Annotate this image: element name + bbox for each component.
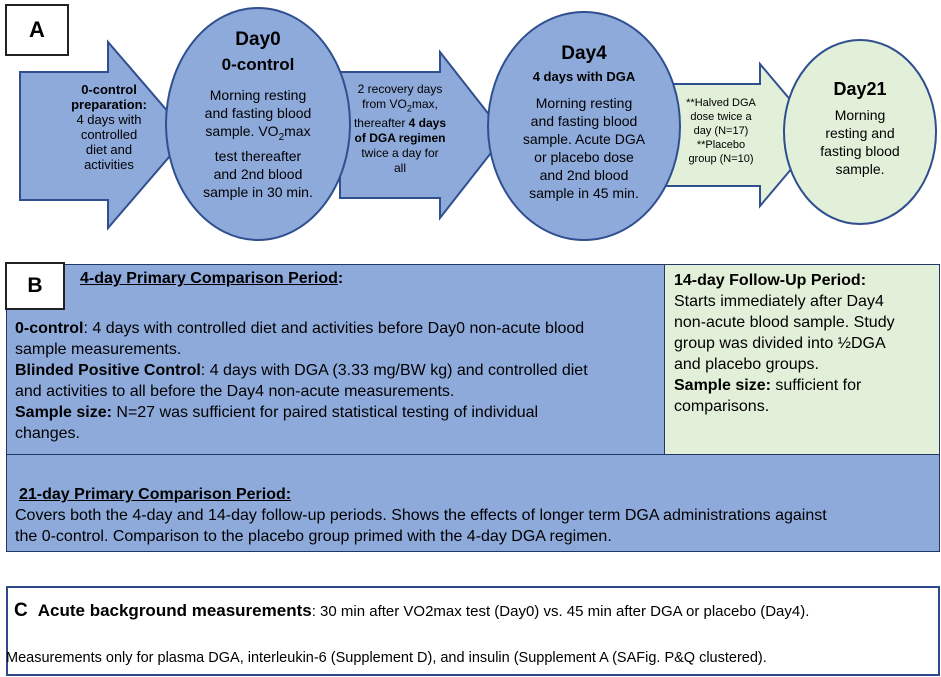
day21-title: Day21: [833, 79, 887, 99]
panel-b-primary4-box: [6, 264, 666, 456]
primary21-heading: 21-day Primary Comparison Period:: [19, 486, 292, 503]
day0-line: test thereafter: [214, 147, 302, 164]
primary4-p2: Blinded Positive Control: 4 days with DG…: [15, 362, 588, 379]
recovery-line: thereafter 4 days: [353, 116, 447, 131]
followup14-line: and placebo groups.: [674, 356, 819, 373]
day21-line: sample.: [835, 161, 885, 177]
day0-line: sample in 30 min.: [203, 183, 313, 200]
prep-arrow-text: 0-control preparation: 4 days with contr…: [54, 82, 164, 172]
day4-subtitle: 4 days with DGA: [532, 69, 636, 84]
recovery-line-vo2: from VO2max,: [362, 97, 438, 114]
day21-line: fasting blood: [820, 143, 900, 159]
primary4-p2-line2: and activities to all before the Day4 no…: [15, 383, 455, 400]
panel-b-followup14-box: [664, 264, 940, 456]
day4-line: and fasting blood: [530, 113, 638, 129]
recovery-arrow-text: 2 recovery days from VO2max, thereafter …: [344, 82, 456, 176]
panel-c-title-rest: : 30 min after VO2max test (Day0) vs. 45…: [311, 603, 810, 620]
day4-line: Morning resting: [535, 95, 633, 111]
primary21-body: 21-day Primary Comparison Period: Covers…: [15, 484, 935, 547]
panel-c-box: [6, 586, 940, 676]
day4-line: sample. Acute DGA: [522, 131, 646, 147]
halved-line: **Placebo: [696, 139, 746, 151]
panel-b-primary21-box: [6, 454, 940, 552]
panel-b-label: B: [5, 262, 65, 310]
day0-line-vo2: sample. VO2max: [205, 123, 311, 143]
recovery-line: twice a day for: [361, 146, 439, 161]
halved-arrow-text: **Halved DGA dose twice a day (N=17) **P…: [666, 96, 776, 166]
prep-title-line1: 0-control: [81, 82, 137, 97]
halved-line: dose twice a: [690, 111, 752, 123]
panel-c-label: C: [14, 600, 28, 621]
primary21-line: the 0-control. Comparison to the placebo…: [15, 528, 612, 545]
panel-c-line2: Measurements only for plasma DGA, interl…: [6, 650, 767, 666]
followup14-line: group was divided into ½DGA: [674, 335, 886, 352]
primary4-p3-line2: changes.: [15, 425, 80, 442]
halved-line: group (N=10): [688, 153, 754, 165]
day0-line: Morning resting: [209, 87, 307, 103]
primary21-line: Covers both the 4-day and 14-day follow-…: [15, 507, 827, 524]
prep-line: 4 days with: [76, 112, 142, 127]
panel-a-label: A: [5, 4, 69, 56]
primary4-p3: Sample size: N=27 was sufficient for pai…: [15, 404, 539, 421]
recovery-line: of DGA regimen: [354, 131, 446, 146]
primary4-heading: 4-day Primary Comparison Period:: [80, 270, 344, 287]
day0-ellipse: [165, 7, 351, 241]
day4-line: sample in 45 min.: [529, 185, 639, 201]
followup14-ss: Sample size: sufficient for: [674, 377, 862, 394]
followup14-line: non-acute blood sample. Study: [674, 314, 895, 331]
day0-title: Day0: [235, 29, 281, 50]
panel-a-flow-diagram: [19, 7, 937, 241]
primary4-body: 0-control: 4 days with controlled diet a…: [15, 318, 660, 444]
day4-text: Day4 4 days with DGA Morning resting and…: [500, 42, 668, 202]
primary4-p1: 0-control: 4 days with controlled diet a…: [15, 320, 585, 337]
day0-text: Day0 0-control Morning resting and fasti…: [176, 28, 340, 201]
panel-c-title-bold: Acute background measurements: [37, 601, 312, 620]
recovery-line: 2 recovery days: [357, 82, 443, 96]
primary4-p1-line2: sample measurements.: [15, 341, 182, 358]
prep-arrow-shape: [19, 39, 190, 231]
day4-ellipse: [487, 11, 681, 241]
day21-text: Day21 Morning resting and fasting blood …: [796, 76, 924, 178]
prep-title-line2: preparation:: [71, 97, 147, 112]
day0-line: and fasting blood: [204, 105, 312, 121]
recovery-arrow-shape: [339, 49, 507, 221]
halved-line: **Halved DGA: [686, 97, 756, 109]
prep-line: diet and: [85, 142, 133, 157]
day21-line: Morning: [834, 107, 886, 123]
day4-line: and 2nd blood: [539, 167, 629, 183]
day21-ellipse: [783, 39, 937, 225]
day4-title: Day4: [561, 43, 607, 64]
followup14-ss-line2: comparisons.: [674, 398, 770, 415]
prep-line: activities: [84, 157, 134, 172]
followup14-body: 14-day Follow-Up Period: Starts immediat…: [674, 270, 936, 417]
followup14-heading: 14-day Follow-Up Period:: [674, 272, 867, 289]
day0-line: and 2nd blood: [213, 165, 303, 182]
day4-line: or placebo dose: [534, 149, 634, 165]
followup14-line: Starts immediately after Day4: [674, 293, 884, 310]
panel-c-title-row: C Acute background measurements: 30 min a…: [14, 600, 934, 623]
prep-line: controlled: [80, 127, 138, 142]
halved-line: day (N=17): [693, 125, 749, 137]
day21-line: resting and: [825, 125, 895, 141]
day0-subtitle: 0-control: [221, 55, 295, 74]
recovery-line: all: [393, 161, 406, 176]
